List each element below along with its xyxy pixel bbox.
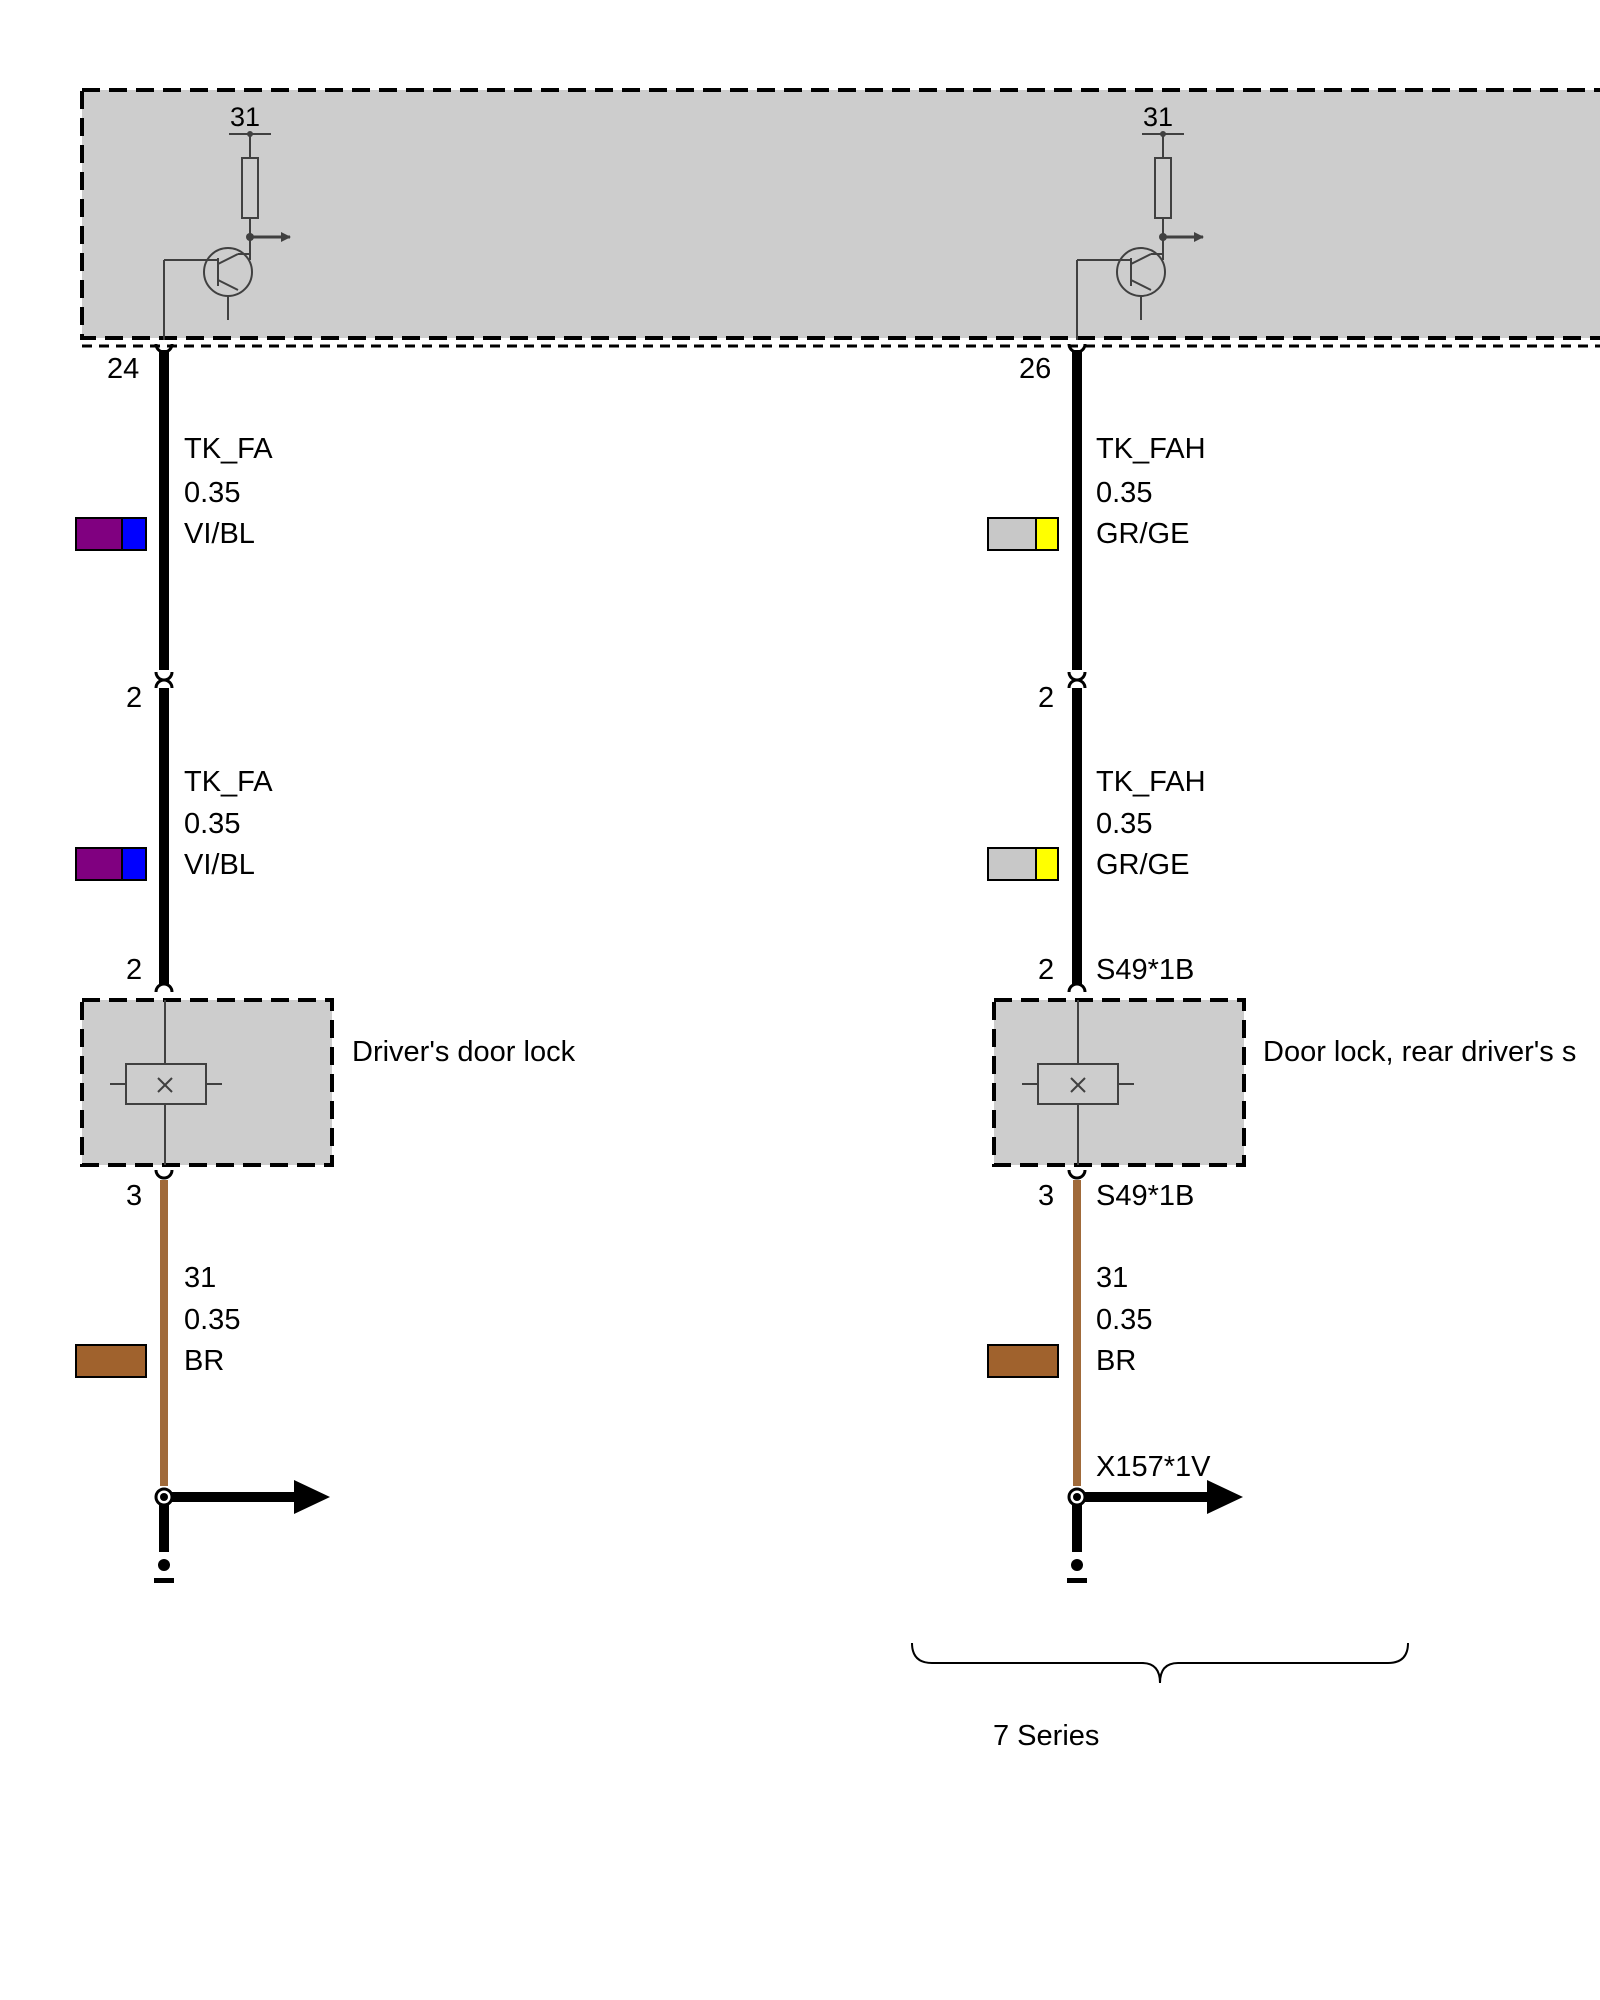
wire-segment-brown <box>1073 1180 1081 1486</box>
cross-section-label: 0.35 <box>184 1304 240 1336</box>
color-swatch <box>987 517 1059 551</box>
control-unit <box>80 88 1600 348</box>
wire-segment-brown <box>160 1180 168 1486</box>
connector-cup <box>154 982 174 993</box>
cross-section-label: 0.35 <box>184 808 240 840</box>
transistor-driver-symbol <box>163 133 291 340</box>
continuation-arrow-shaft <box>1085 1492 1211 1502</box>
connector-cup <box>1067 343 1087 354</box>
component-label: Door lock, rear driver's s <box>1263 1036 1576 1068</box>
ground-terminal-bar <box>154 1578 174 1583</box>
connector-cup <box>1067 982 1087 993</box>
junction-dot <box>246 233 254 241</box>
circuit-driver: 31 24 TK_FA 0.35 VI/BL 2 TK_FA 0.35 VI/B… <box>75 102 576 1583</box>
signal-label: TK_FAH <box>1096 766 1206 798</box>
cross-section-label: 0.35 <box>1096 808 1152 840</box>
connector-cup <box>1067 678 1087 689</box>
junction-dot <box>160 1493 168 1501</box>
continuation-arrow-head <box>294 1480 330 1514</box>
lock-pin-in-label: 2 <box>1038 954 1054 986</box>
ground-label: 31 <box>230 102 260 132</box>
junction-dot <box>1159 233 1167 241</box>
color-swatch <box>987 1344 1059 1378</box>
connector-cup <box>1067 1169 1087 1180</box>
lock-pin-out-connector-label: S49*1B <box>1096 1180 1194 1212</box>
lock-pin-in-connector-label: S49*1B <box>1096 954 1194 986</box>
ground-wire <box>1072 1496 1082 1552</box>
lock-pin-in-label: 2 <box>126 954 142 986</box>
door-lock-driver <box>80 998 334 1167</box>
connector-pin-label: 2 <box>126 682 142 714</box>
signal-label: 31 <box>1096 1262 1128 1294</box>
ground-wire <box>159 1496 169 1552</box>
component-label: Driver's door lock <box>352 1036 576 1068</box>
ground-dot <box>247 131 253 137</box>
signal-label: 31 <box>184 1262 216 1294</box>
wire-segment <box>159 350 169 670</box>
color-swatch <box>987 847 1059 881</box>
cross-section-label: 0.35 <box>184 477 240 509</box>
color-swatch <box>75 517 147 551</box>
variant-brace <box>911 1642 1409 1684</box>
wire-segment <box>159 688 169 984</box>
lock-pin-out-label: 3 <box>126 1180 142 1212</box>
circuit-rear-driver: 31 26 TK_FAH 0.35 GR/GE 2 TK_FAH 0.35 GR… <box>987 102 1576 1583</box>
color-code-label: BR <box>184 1345 224 1377</box>
continuation-arrow-shaft <box>172 1492 298 1502</box>
signal-label: TK_FA <box>184 766 273 798</box>
control-unit-box <box>80 88 1600 340</box>
color-code-label: GR/GE <box>1096 518 1189 550</box>
connector-cup <box>154 678 174 689</box>
cross-section-label: 0.35 <box>1096 1304 1152 1336</box>
color-code-label: VI/BL <box>184 849 255 881</box>
color-swatch <box>75 1344 147 1378</box>
color-code-label: BR <box>1096 1345 1136 1377</box>
door-lock-rear-driver <box>992 998 1246 1167</box>
connector-cup <box>154 1169 174 1180</box>
color-code-label: VI/BL <box>184 518 255 550</box>
lock-pin-out-label: 3 <box>1038 1180 1054 1212</box>
connector-cup <box>154 343 174 354</box>
color-swatch <box>75 847 147 881</box>
ground-dot <box>1160 131 1166 137</box>
continuation-arrow-head <box>1207 1480 1243 1514</box>
ground-terminal-bar <box>1067 1578 1087 1583</box>
wire-segment <box>1072 688 1082 984</box>
pin-label: 24 <box>107 353 139 385</box>
ground-terminal-icon <box>1071 1559 1083 1571</box>
signal-label: TK_FAH <box>1096 433 1206 465</box>
pin-label: 26 <box>1019 353 1051 385</box>
connector-pin-label: 2 <box>1038 682 1054 714</box>
wire-segment <box>1072 350 1082 670</box>
ground-terminal-icon <box>158 1559 170 1571</box>
transistor-rear-driver-symbol <box>1076 133 1204 340</box>
color-code-label: GR/GE <box>1096 849 1189 881</box>
signal-label: TK_FA <box>184 433 273 465</box>
junction-dot <box>1073 1493 1081 1501</box>
variant-label: 7 Series <box>993 1720 1099 1752</box>
ground-connector-label: X157*1V <box>1096 1451 1211 1483</box>
cross-section-label: 0.35 <box>1096 477 1152 509</box>
ground-label: 31 <box>1143 102 1173 132</box>
